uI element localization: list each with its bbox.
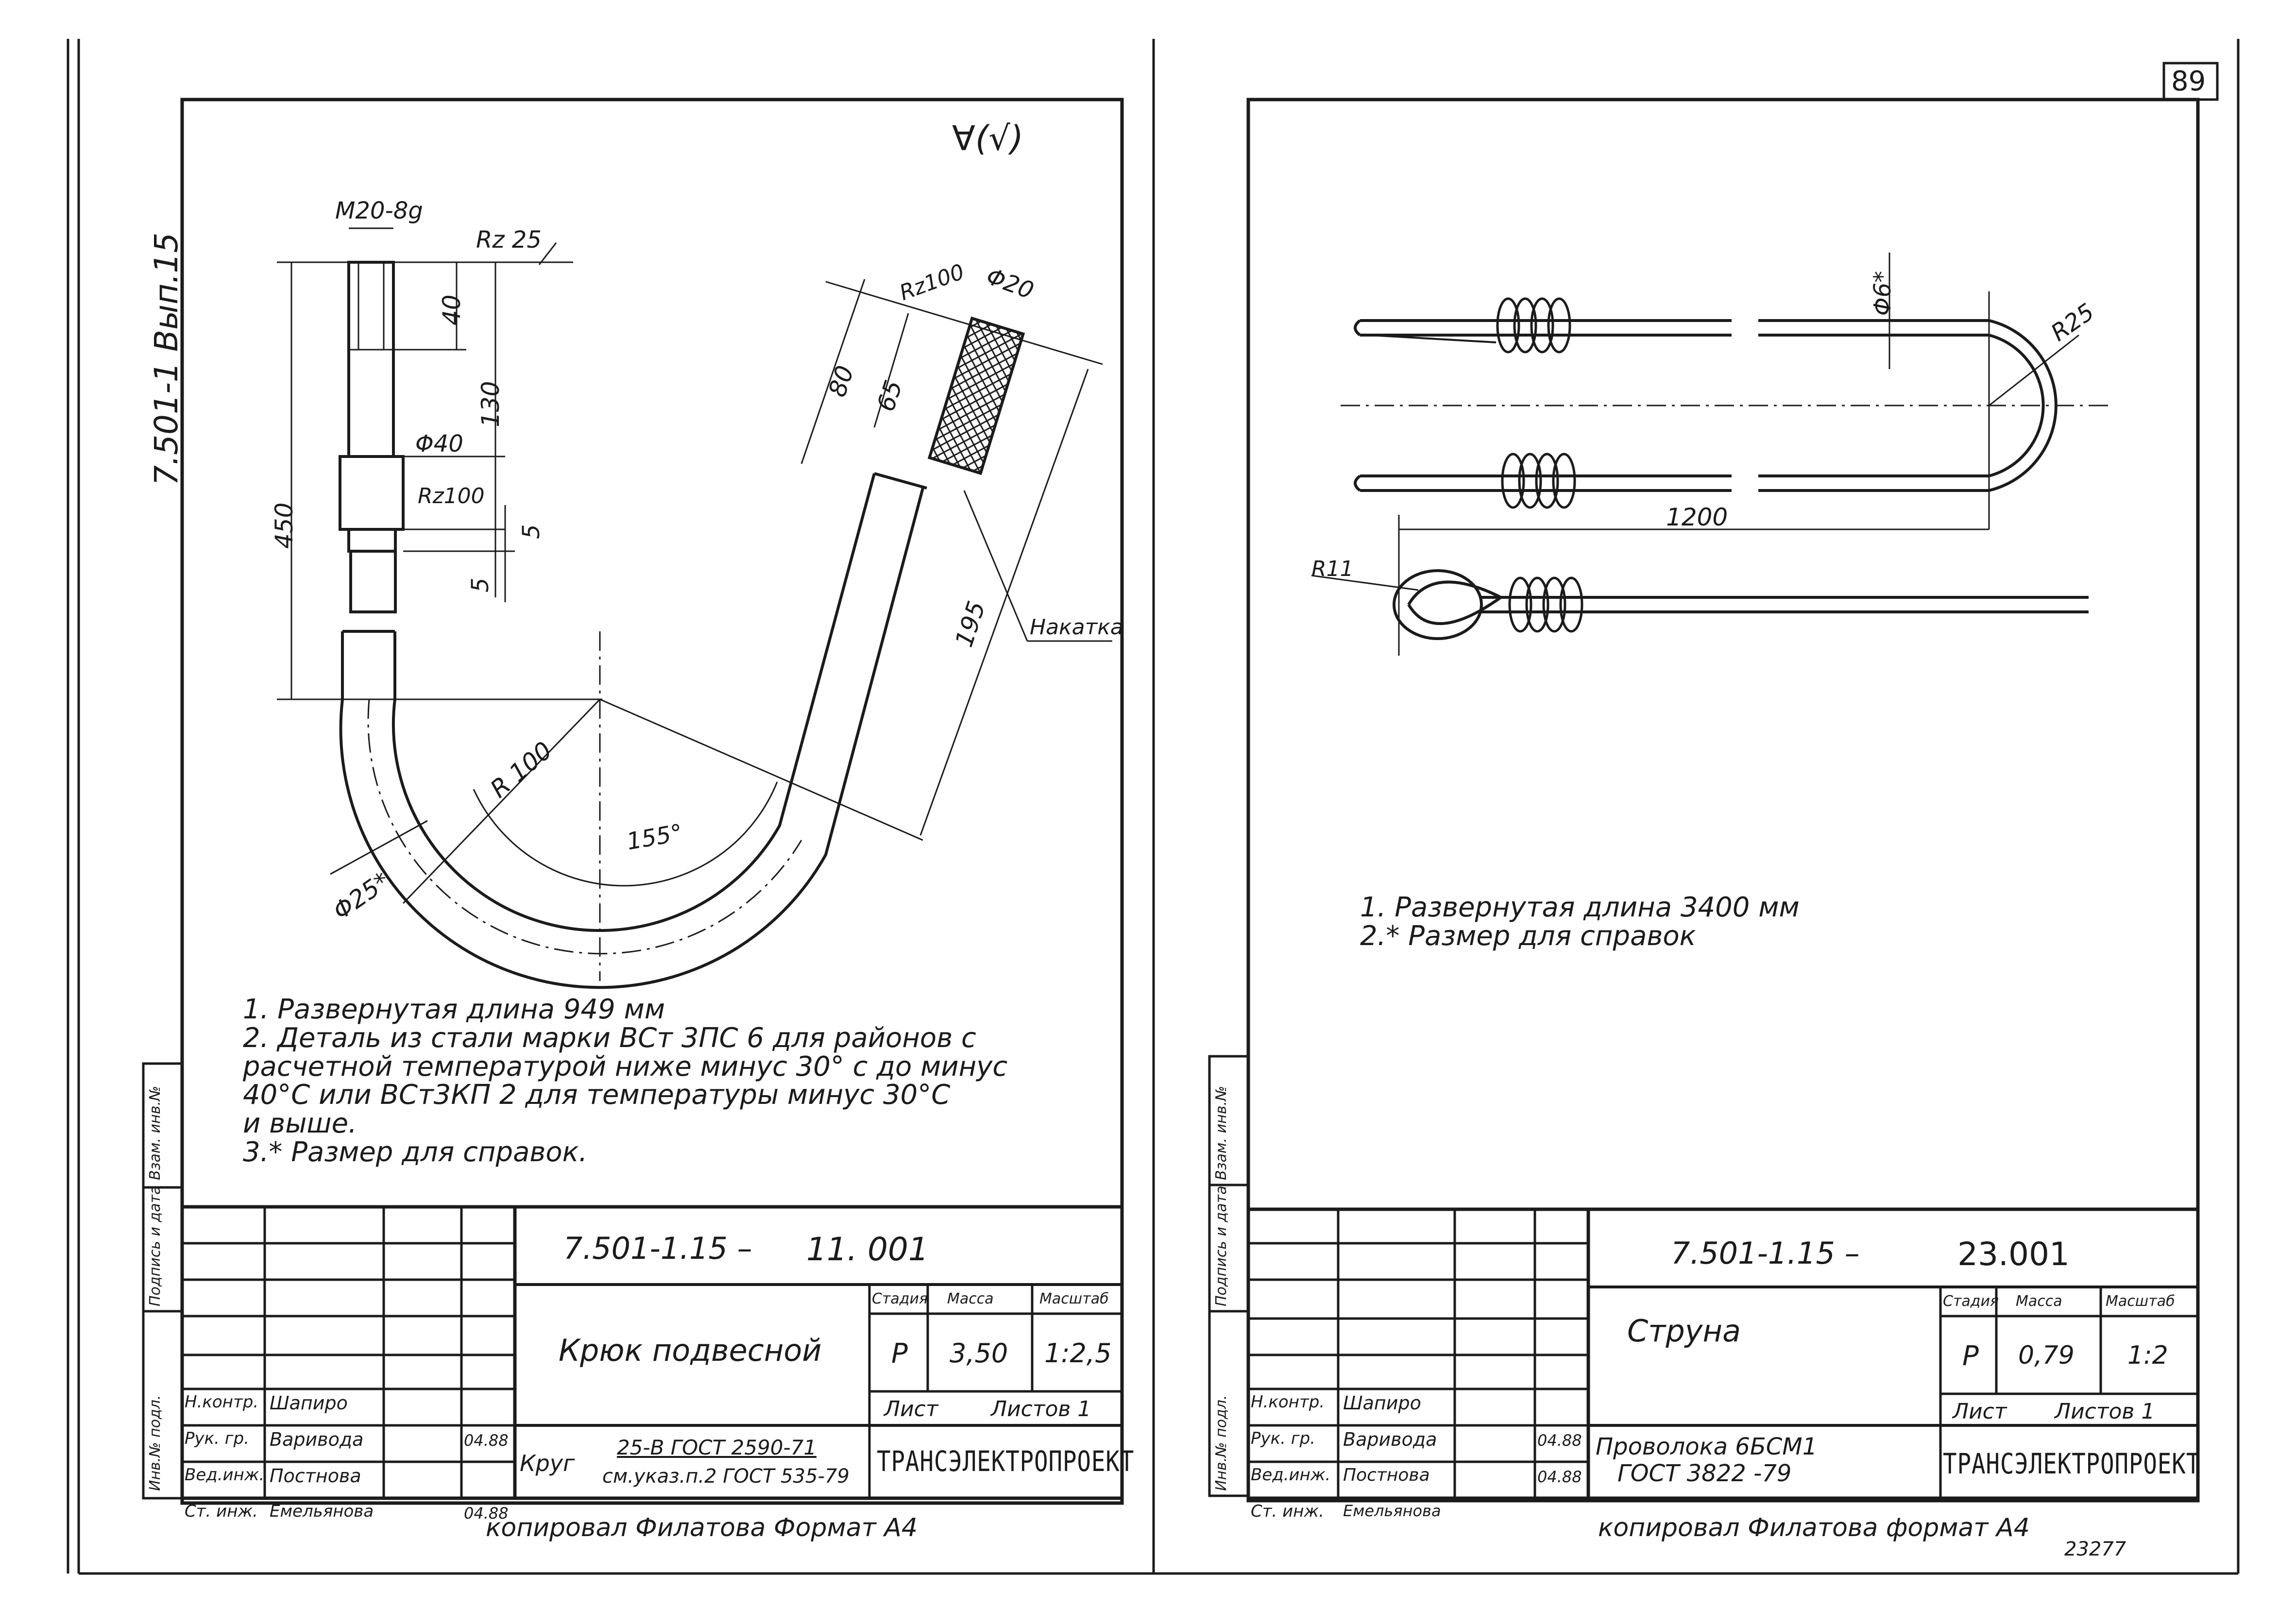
scale-header: Масштаб — [2106, 1293, 2175, 1310]
mass-header: Масса — [947, 1290, 994, 1307]
role-rukgr: Рук. гр. — [1251, 1429, 1316, 1448]
role-stinzh: Ст. инж. — [1251, 1502, 1324, 1521]
dim-5a: 5 — [518, 524, 545, 539]
side-cell-sign: Подпись и дата — [147, 1185, 164, 1307]
name-4: Емельянова — [270, 1502, 374, 1521]
material-line2: см.указ.п.2 ГОСТ 535-79 — [602, 1465, 850, 1488]
sheets-count: Листов 1 — [991, 1397, 1091, 1421]
material-line1: Проволока 6БСМ1 — [1596, 1433, 1818, 1460]
page-number: 89 — [2171, 66, 2206, 97]
org-name: ТРАНСЭЛЕКТРОПРОЕКТ — [877, 1445, 1135, 1478]
page-number-box — [2162, 62, 2219, 101]
stage-value: Р — [1962, 1340, 1979, 1372]
date-1: 04.88 — [1537, 1431, 1582, 1450]
note-line: 1. Развернутая длина 949 мм — [243, 994, 665, 1025]
role-rukgr: Рук. гр. — [185, 1429, 250, 1448]
name-1: Шапиро — [270, 1392, 348, 1414]
dim-450: 450 — [270, 502, 298, 549]
name-3: Постнова — [1343, 1465, 1430, 1485]
scale-value: 1:2,5 — [1044, 1338, 1112, 1369]
roughness-symbol: ∀(√) — [952, 118, 1024, 158]
doc-suffix: 23.001 — [1957, 1235, 2070, 1273]
string-drawing — [1311, 253, 2108, 656]
role-stinzh: Ст. инж. — [185, 1502, 258, 1521]
role-nkontr: Н.контр. — [185, 1392, 259, 1412]
note-line: 40°С или ВСт3КП 2 для температуры минус … — [243, 1079, 951, 1111]
mass-value: 3,50 — [950, 1338, 1008, 1369]
note-line: 2.* Размер для справок — [1360, 920, 1696, 952]
dim-phi40: Φ40 — [415, 430, 463, 457]
material-line2: ГОСТ 3822 -79 — [1617, 1460, 1792, 1487]
left-title-block — [182, 1205, 1122, 1500]
side-cell-replace: Взам. инв.№ — [147, 1085, 164, 1180]
part-title: Струна — [1627, 1313, 1741, 1349]
sheet-label: Лист — [884, 1397, 938, 1421]
date-3: 04.88 — [464, 1504, 509, 1522]
part-title: Крюк подвесной — [559, 1333, 822, 1368]
dim-rz25: Rz 25 — [476, 226, 542, 254]
dim-130: 130 — [476, 381, 505, 427]
right-notes: 1. Развернутая длина 3400 мм 2.* Размер … — [1360, 892, 1800, 952]
scale-header: Масштаб — [1039, 1290, 1109, 1307]
right-footer: копировал Филатова формат А4 — [1598, 1513, 2030, 1542]
material-line1: 25-В ГОСТ 2590-71 — [617, 1436, 817, 1459]
name-2: Варивода — [270, 1429, 364, 1450]
knurl-label: Накатка — [1030, 615, 1123, 640]
dim-rz100-a: Rz100 — [418, 484, 485, 508]
material-label: Круг — [520, 1450, 575, 1476]
note-line: 1. Развернутая длина 3400 мм — [1360, 892, 1800, 923]
mass-value: 0,79 — [2018, 1341, 2075, 1370]
role-nkontr: Н.контр. — [1251, 1392, 1325, 1412]
stage-header: Стадия — [1943, 1293, 1999, 1310]
stage-value: Р — [891, 1338, 908, 1370]
dim-thread: M20-8g — [335, 197, 423, 224]
side-cell-sign: Подпись и дата — [1213, 1185, 1230, 1307]
left-frame — [180, 98, 1124, 1505]
name-2: Варивода — [1343, 1429, 1437, 1450]
sheets-count: Листов 1 — [2055, 1399, 2155, 1424]
sheet-label: Лист — [1953, 1399, 2007, 1424]
org-name: ТРАНСЭЛЕКТРОПРОЕКТ — [1943, 1447, 2201, 1480]
note-line: 2. Деталь из стали марки ВСт 3ПС 6 для р… — [243, 1022, 976, 1054]
series-side-label: 7.501-1 Вып.15 — [148, 232, 185, 486]
dim-r11: R11 — [1311, 557, 1354, 581]
dim-1200: 1200 — [1666, 503, 1728, 531]
left-notes: 1. Развернутая длина 949 мм 2. Деталь из… — [243, 994, 1008, 1168]
side-cell-inv: Инв.№ подл. — [147, 1395, 164, 1491]
date-2: 04.88 — [1537, 1468, 1582, 1486]
name-3: Постнова — [270, 1465, 361, 1487]
doc-number: 7.501-1.15 – — [1671, 1235, 1860, 1271]
note-line: расчетной температурой ниже минус 30° с … — [243, 1050, 1008, 1083]
doc-number: 7.501-1.15 – — [563, 1231, 752, 1266]
right-frame — [1246, 98, 2200, 1503]
name-1: Шапиро — [1343, 1392, 1421, 1414]
scale-value: 1:2 — [2127, 1341, 2168, 1370]
note-line: и выше. — [243, 1108, 357, 1140]
name-4: Емельянова — [1343, 1502, 1441, 1520]
left-footer: копировал Филатова Формат А4 — [486, 1513, 918, 1542]
side-cell-replace: Взам. инв.№ — [1213, 1085, 1230, 1180]
hook-drawing — [277, 227, 1112, 989]
dim-40: 40 — [438, 294, 466, 325]
stage-header: Стадия — [872, 1290, 928, 1307]
doc-suffix: 11. 001 — [806, 1231, 929, 1268]
right-title-block — [1248, 1207, 2198, 1500]
role-vedinzh: Вед.инж. — [1251, 1465, 1331, 1485]
dim-5b: 5 — [467, 577, 494, 592]
dim-phi6: Φ6* — [1869, 271, 1897, 316]
mass-header: Масса — [2016, 1293, 2062, 1310]
bottom-number: 23277 — [2064, 1538, 2126, 1560]
note-line: 3.* Размер для справок. — [243, 1136, 588, 1168]
role-vedinzh: Вед.инж. — [185, 1465, 265, 1485]
side-cell-inv: Инв.№ подл. — [1213, 1395, 1230, 1491]
date-1: 04.88 — [464, 1431, 509, 1450]
